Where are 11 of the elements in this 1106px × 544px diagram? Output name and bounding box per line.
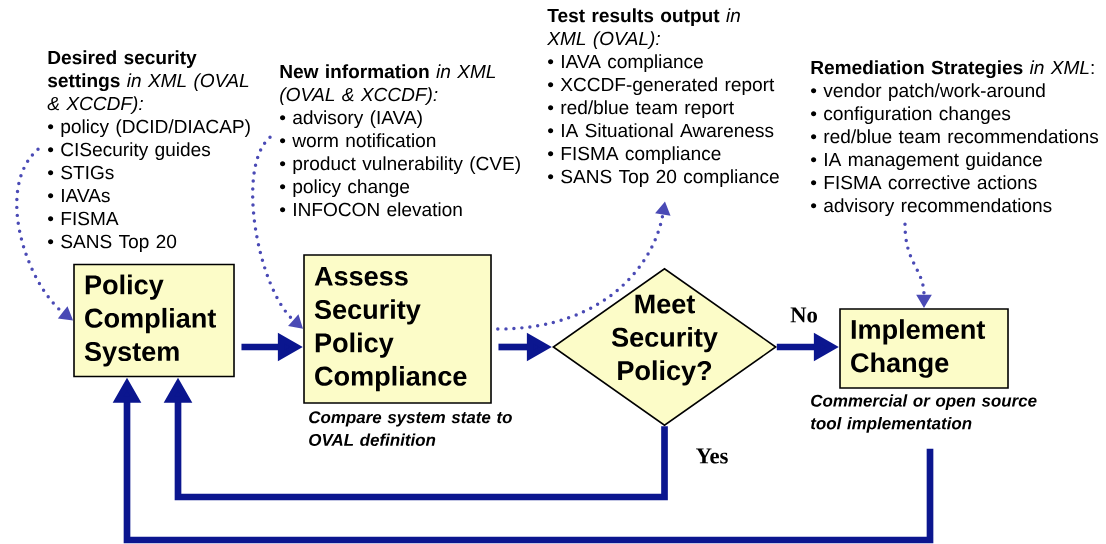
info-list: Test results output in XML (OVAL): • IAVA compliance • XCCDF-generated report • red/blue team report • IA Situational Awareness • FISMA compliance • SANS Top 20 compliance [546,8,779,188]
process-box: Implement Change [839,308,1009,389]
edge-label: No [788,306,820,324]
process-box: Policy Compliant System [73,263,235,378]
node-label: Commercial or open source tool implementation [811,394,1037,433]
edge-label: Yes [694,447,730,465]
info-list: Desired security settings in XML (OVAL & XCCDF): • policy (DCID/DIACAP) • CISecurity guides • STIGs • IAVAs • FISMA • SANS Top 20 [47,50,250,253]
process-box: Assess Security Policy Compliance [303,254,492,404]
info-list: New information in XML (OVAL & XCCDF): • advisory (IAVA) • worm notification • product vulnerability (CVE) • policy change • INFOCON elevation [280,64,520,217]
info-list: Remediation Strategies in XML: • vendor patch/work-around • configuration changes • red/blue team recommendations • IA management guidance • FISMA corrective actions • advisory recommendations [811,60,1099,217]
node-label: Compare system state to OVAL definition [309,411,512,446]
